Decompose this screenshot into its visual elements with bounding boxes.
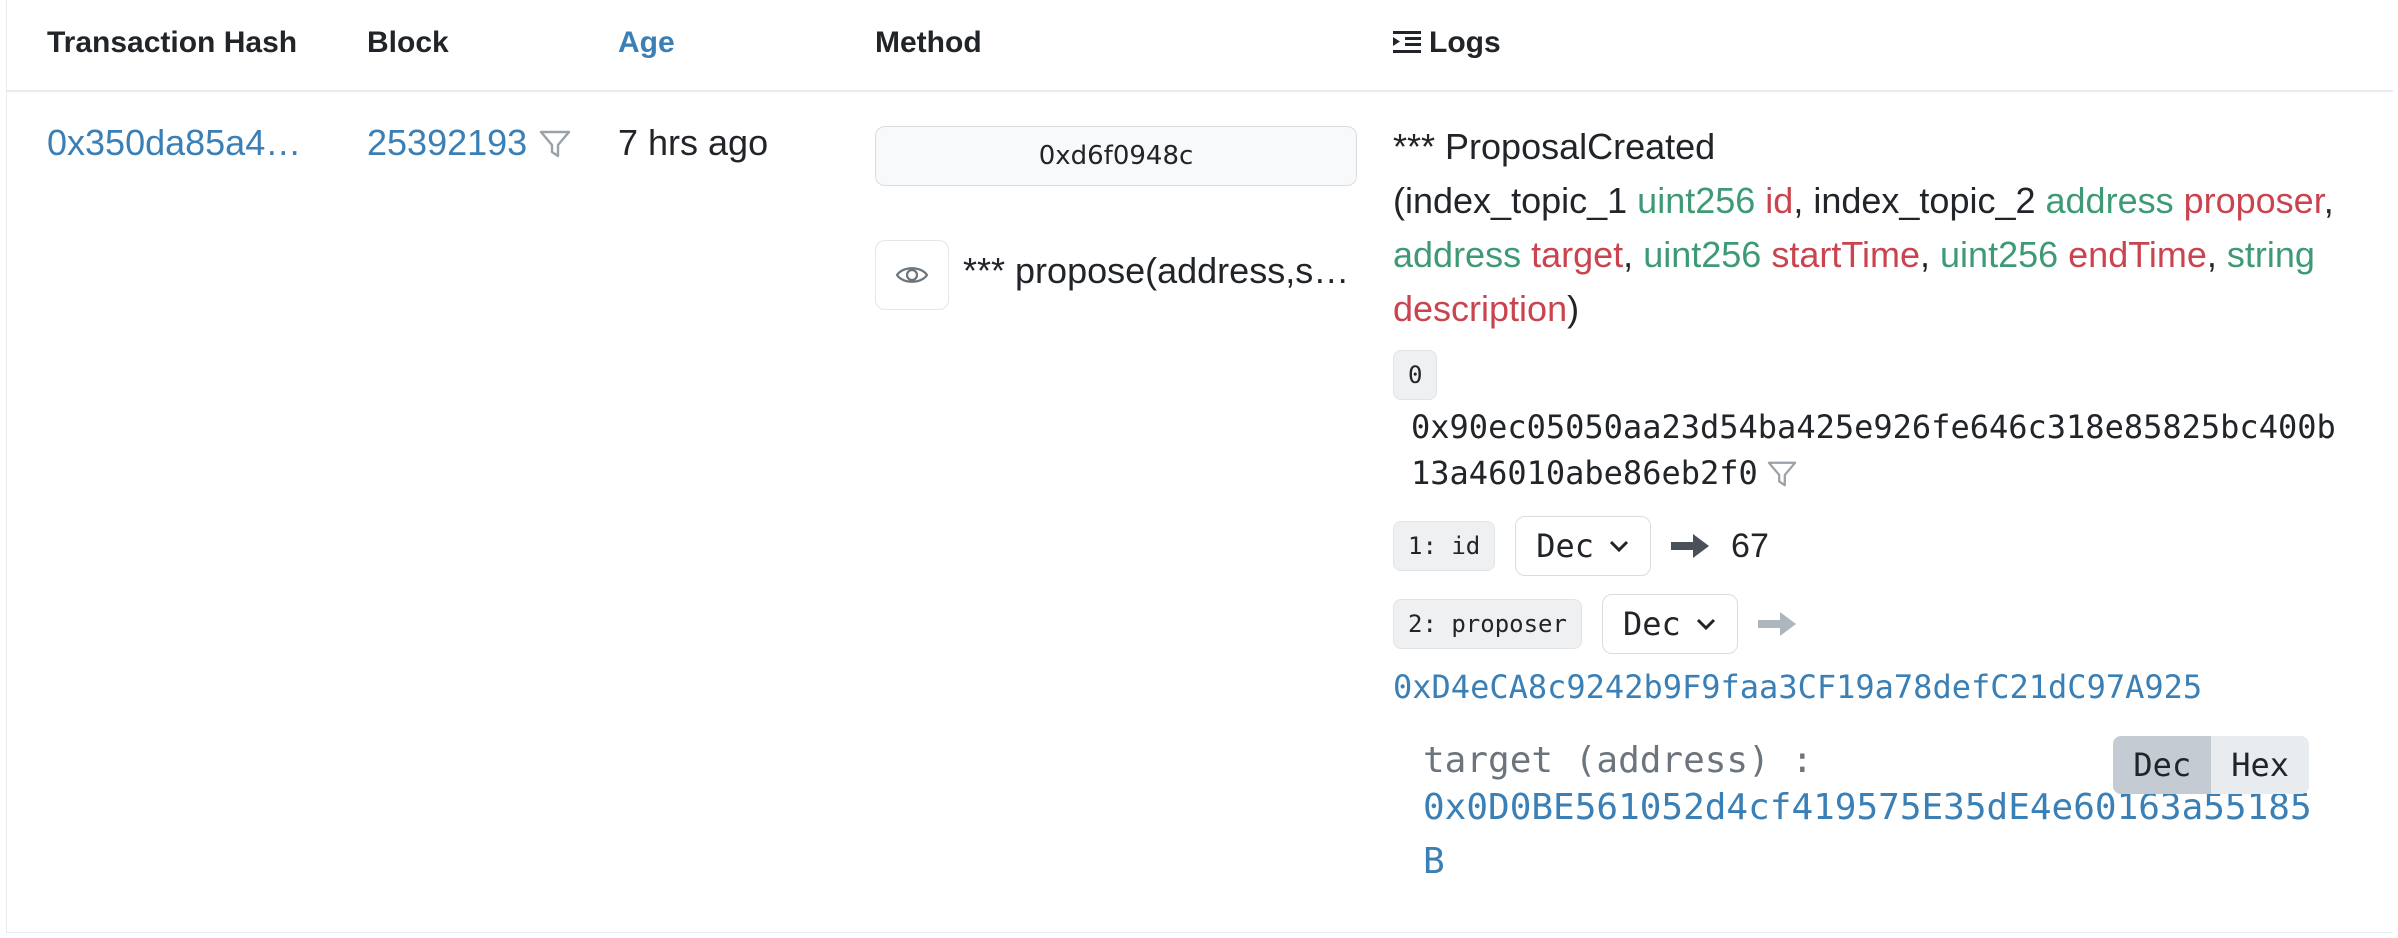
sig-text: , index_topic_2 bbox=[1793, 180, 2046, 221]
header-age[interactable]: Age bbox=[618, 26, 675, 59]
age-value: 7 hrs ago bbox=[618, 122, 769, 163]
header-block: Block bbox=[367, 26, 449, 59]
param-name: startTime bbox=[1771, 234, 1920, 275]
param-name: endTime bbox=[2068, 234, 2207, 275]
header-logs: Logs bbox=[1393, 26, 1501, 60]
param-name: target bbox=[1531, 234, 1624, 275]
chevron-down-icon bbox=[1696, 618, 1715, 631]
topic-1-label: 1: id bbox=[1393, 521, 1496, 571]
topic-1-format-select[interactable]: Dec bbox=[1515, 516, 1652, 576]
target-address-link[interactable]: 0x0D0BE561052d4cf419575E35dE4e60163a5518… bbox=[1423, 787, 2312, 882]
topic-1-row: 1: id Dec 67 bbox=[1393, 516, 2353, 576]
arrow-right-icon bbox=[1671, 534, 1710, 558]
topic-2-row: 2: proposer Dec bbox=[1393, 594, 2353, 654]
header-method: Method bbox=[875, 26, 982, 59]
param-type: string bbox=[2226, 234, 2315, 275]
topic-0-row: 0x90ec05050aa23d54ba425e926fe646c318e858… bbox=[1393, 404, 2353, 496]
chevron-down-icon bbox=[1609, 540, 1629, 553]
data-param-label: target (address) : bbox=[1423, 740, 1814, 781]
eye-icon bbox=[895, 267, 929, 283]
event-name: *** ProposalCreated bbox=[1393, 126, 1716, 167]
sig-text: , bbox=[1920, 234, 1931, 275]
arrow-right-icon bbox=[1757, 612, 1796, 636]
table-header: Transaction Hash Block Age Method Logs bbox=[7, 0, 2393, 92]
header-transaction-hash: Transaction Hash bbox=[47, 26, 298, 59]
topic-2-format-select[interactable]: Dec bbox=[1601, 594, 1738, 654]
topic-2-label: 2: proposer bbox=[1393, 599, 1582, 649]
block-cell: 25392193 bbox=[367, 122, 571, 164]
sig-text: (index_topic_1 bbox=[1393, 180, 1638, 221]
decoded-data: target (address) : 0x0D0BE561052d4cf4195… bbox=[1393, 736, 2353, 889]
param-type: uint256 bbox=[1940, 234, 2059, 275]
block-link[interactable]: 25392193 bbox=[367, 122, 528, 163]
sig-text: , bbox=[2206, 234, 2217, 275]
param-type: address bbox=[2045, 180, 2174, 221]
transactions-table: Transaction Hash Block Age Method Logs 0… bbox=[6, 0, 2393, 933]
dec-hex-toggle: Dec Hex bbox=[2113, 736, 2309, 794]
filter-icon[interactable] bbox=[1766, 460, 1798, 488]
method-signature: *** propose(address,st… bbox=[963, 250, 1359, 291]
topic-0-value: 0x90ec05050aa23d54ba425e926fe646c318e858… bbox=[1411, 408, 2336, 492]
list-indent-icon bbox=[1393, 31, 1421, 53]
dec-toggle-button[interactable]: Dec bbox=[2113, 736, 2212, 794]
param-type: address bbox=[1393, 234, 1522, 275]
param-name: id bbox=[1765, 180, 1794, 221]
sig-text: ) bbox=[1567, 288, 1580, 329]
header-logs-label: Logs bbox=[1429, 26, 1501, 59]
param-type: uint256 bbox=[1637, 180, 1756, 221]
view-input-button[interactable] bbox=[875, 240, 949, 310]
topic-0-label: 0 bbox=[1393, 350, 1438, 400]
topic-0: 0 bbox=[1393, 350, 2353, 400]
param-name: description bbox=[1393, 288, 1568, 329]
param-name: proposer bbox=[2183, 180, 2324, 221]
event-log: *** ProposalCreated (index_topic_1 uint2… bbox=[1393, 120, 2353, 889]
param-type: uint256 bbox=[1643, 234, 1762, 275]
hex-toggle-button[interactable]: Hex bbox=[2231, 746, 2289, 784]
format-value: Dec bbox=[1622, 605, 1681, 643]
format-value: Dec bbox=[1536, 527, 1595, 565]
sig-text: , bbox=[1623, 234, 1634, 275]
method-id-badge[interactable]: 0xd6f0948c bbox=[875, 126, 1357, 186]
topic-1-value: 67 bbox=[1731, 526, 1769, 565]
proposer-address-link[interactable]: 0xD4eCA8c9242b9F9faa3CF19a78defC21dC97A9… bbox=[1393, 668, 2203, 706]
filter-icon[interactable] bbox=[539, 129, 571, 159]
transaction-hash-link[interactable]: 0x350da85a4c… bbox=[47, 122, 317, 163]
event-signature: (index_topic_1 uint256 id, index_topic_2… bbox=[1393, 174, 2353, 336]
sig-text: , bbox=[2323, 180, 2334, 221]
